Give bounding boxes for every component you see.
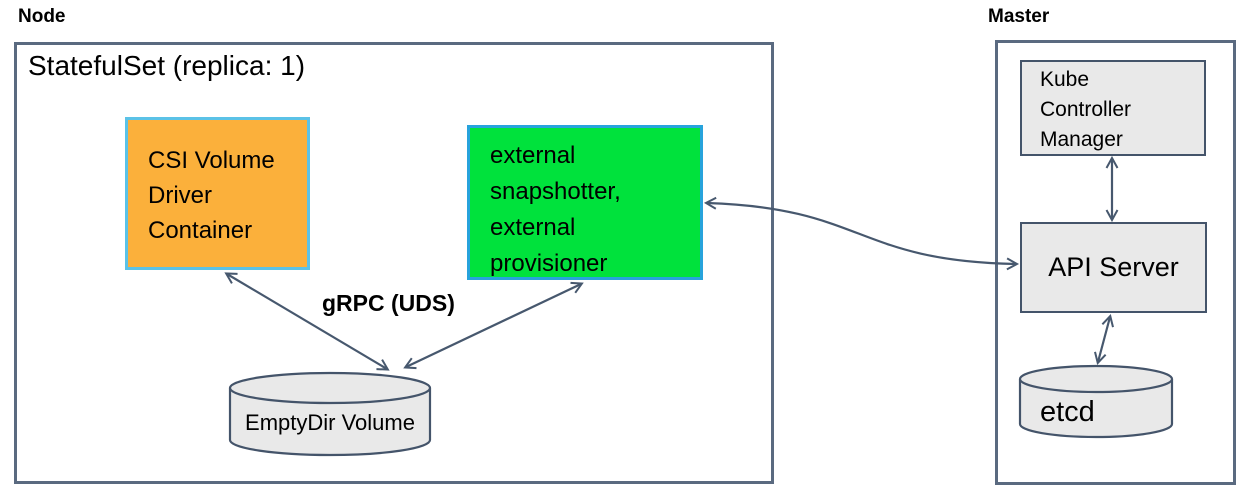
csi-volume-driver-box: CSI Volume Driver Container — [125, 117, 310, 270]
external-sidecars-box: external snapshotter, external provision… — [467, 125, 703, 280]
etcd-cylinder-label: etcd — [1040, 396, 1095, 428]
grpc-uds-edge-label: gRPC (UDS) — [322, 290, 455, 316]
api-server-box: API Server — [1020, 222, 1207, 313]
statefulset-title: StatefulSet (replica: 1) — [28, 50, 306, 81]
node-panel-label: Node — [18, 6, 66, 27]
master-panel-label: Master — [988, 6, 1050, 27]
kube-controller-manager-box: Kube Controller Manager — [1020, 60, 1206, 156]
emptydir-volume-cylinder-label: EmptyDir Volume — [245, 410, 415, 435]
